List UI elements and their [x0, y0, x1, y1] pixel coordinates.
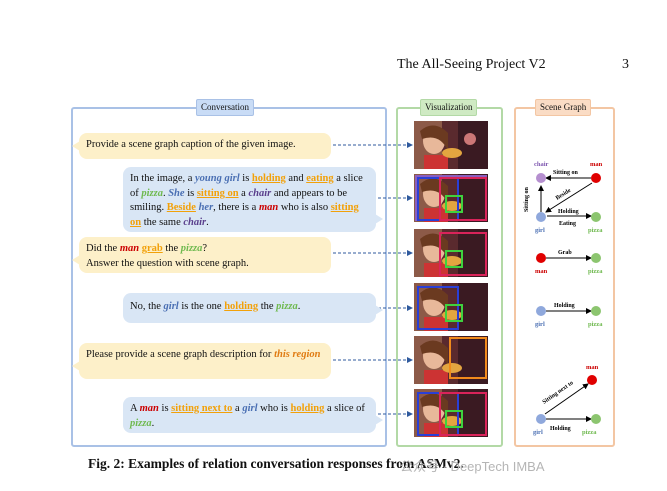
visualization-image-1	[414, 121, 488, 169]
entity-chair-2: chair	[183, 216, 207, 228]
label-girl: girl	[535, 321, 545, 328]
node-girl	[536, 306, 546, 316]
scene-graph-4: man girl pizza Sitting next to Holding	[533, 364, 601, 436]
relation-holding: holding	[224, 301, 259, 312]
label-grab: Grab	[558, 250, 572, 256]
node-pizza	[591, 306, 601, 316]
entity-pizza: pizza	[180, 243, 203, 254]
relation-beside: Beside	[166, 202, 196, 213]
entity-man: man	[258, 202, 279, 213]
assistant-message-1: In the image, a young girl is holding an…	[123, 167, 383, 232]
label-girl: girl	[533, 429, 543, 436]
scene-graph-3: girl pizza Holding	[535, 303, 603, 328]
label-pizza: pizza	[588, 227, 603, 234]
scene-graph-panel-title: Scene Graph	[535, 99, 592, 116]
node-pizza	[591, 414, 601, 424]
label-beside: Beside	[555, 188, 573, 202]
running-title: The All-Seeing Project V2	[397, 57, 546, 72]
entity-pizza: pizza	[141, 187, 163, 199]
label-man: man	[586, 364, 599, 371]
label-pizza: pizza	[588, 321, 603, 328]
relation-grab: grab	[141, 243, 163, 254]
user-message-2: Did the man grab the pizza? Answer the q…	[72, 237, 331, 273]
relation-sitting-next-to: sitting next to	[171, 403, 233, 414]
message-text: Provide a scene graph caption of the giv…	[86, 139, 296, 150]
node-chair	[536, 173, 546, 183]
relation-eating: eating	[306, 173, 334, 184]
node-man	[587, 375, 597, 385]
visualization-image-4	[414, 283, 488, 331]
conversation-panel-title: Conversation	[196, 99, 254, 116]
label-sitting-next-to: Sitting next to	[542, 380, 575, 406]
label-chair: chair	[534, 161, 549, 168]
label-girl: girl	[535, 227, 545, 234]
label-holding: Holding	[558, 209, 579, 215]
entity-girl: girl	[163, 301, 179, 312]
relation-holding: holding	[251, 173, 286, 184]
user-message-3: Please provide a scene graph description…	[72, 343, 331, 379]
entity-she: She	[168, 187, 185, 199]
entity-girl: girl	[242, 403, 258, 414]
visualization-image-2	[414, 174, 488, 222]
label-eating: Eating	[559, 221, 576, 227]
user-message-1: Provide a scene graph caption of the giv…	[72, 133, 331, 159]
message-line: Answer the question with scene graph.	[86, 257, 249, 269]
entity-pizza: pizza	[130, 417, 152, 429]
scene-graph-diagrams: chair man girl pizza Sitting on Sitting …	[524, 161, 603, 436]
entity-girl: young girl	[195, 173, 240, 184]
label-holding: Holding	[554, 303, 575, 309]
relation-holding: holding	[290, 403, 325, 414]
entity-chair: chair	[248, 187, 272, 199]
label-man: man	[590, 161, 603, 168]
visualization-image-6	[414, 389, 488, 437]
label-pizza: pizza	[588, 268, 603, 275]
node-girl	[536, 414, 546, 424]
entity-this-region: this region	[274, 349, 321, 360]
page-number: 3	[622, 57, 629, 72]
visualization-image-5	[414, 336, 488, 384]
label-holding: Holding	[550, 426, 571, 432]
entity-man: man	[139, 403, 159, 414]
label-sitting-on-side: Sitting on	[524, 186, 530, 212]
relation-sitting-on-2: sitting on	[130, 202, 359, 228]
node-pizza	[591, 212, 601, 222]
scene-graph-1: chair man girl pizza Sitting on Sitting …	[524, 161, 603, 234]
assistant-message-2: No, the girl is the one holding the pizz…	[123, 293, 383, 323]
visualization-image-3	[414, 229, 488, 277]
label-sitting-on-top: Sitting on	[553, 170, 579, 176]
label-man: man	[535, 268, 548, 275]
node-man	[591, 173, 601, 183]
entity-her: her	[198, 202, 214, 213]
node-pizza	[591, 253, 601, 263]
label-pizza: pizza	[582, 429, 597, 436]
relation-sitting-on: sitting on	[196, 187, 239, 199]
entity-pizza: pizza	[276, 301, 298, 312]
node-girl	[536, 212, 546, 222]
scene-graph-2: man pizza Grab	[535, 250, 603, 275]
entity-man: man	[119, 243, 140, 254]
figure-caption: Fig. 2: Examples of relation conversatio…	[88, 456, 464, 471]
node-man	[536, 253, 546, 263]
visualization-panel-title: Visualization	[420, 99, 478, 116]
assistant-message-3: A man is sitting next to a girl who is h…	[123, 397, 383, 433]
watermark: 公众号 · DeepTech IMBA	[400, 459, 545, 474]
